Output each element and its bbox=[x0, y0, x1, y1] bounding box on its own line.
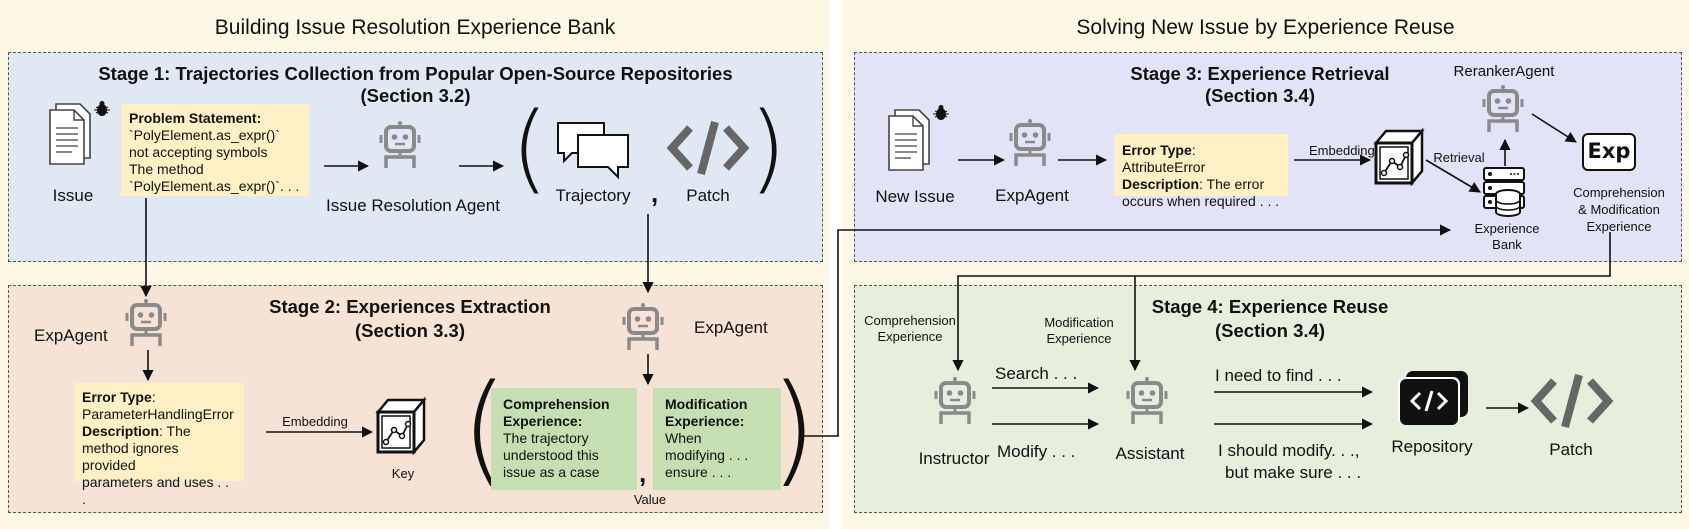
error-type-heading: Error Type bbox=[82, 389, 152, 405]
need-to-find-label: I need to find . . . bbox=[1215, 366, 1342, 385]
arrow-value-to-bank bbox=[804, 224, 1452, 437]
stage3-error-type-heading: Error Type bbox=[1122, 142, 1192, 158]
search-label: Search . . . bbox=[995, 364, 1078, 383]
mod-heading: Modification bbox=[665, 396, 748, 412]
arrow-exp-to-instructor bbox=[952, 232, 1611, 372]
stage3-error-type-value: : AttributeError bbox=[1122, 142, 1206, 175]
trajectory-patch-comma: , bbox=[651, 178, 659, 208]
stage4-title: Stage 4: Experience Reuse bbox=[1151, 296, 1389, 317]
comp-mod-experience-label: Experience bbox=[1586, 219, 1652, 234]
stage4-box bbox=[854, 285, 1682, 513]
expagent-stage3-label: ExpAgent bbox=[995, 186, 1069, 205]
repository-icon bbox=[1398, 371, 1468, 425]
problem-statement-note: Problem Statement: `PolyElement.as_expr(… bbox=[121, 104, 309, 196]
trajectory-label: Trajectory bbox=[555, 186, 631, 205]
modification-experience-card: Modification Experience: When modifying … bbox=[653, 388, 781, 490]
error-type-colon: : bbox=[151, 389, 156, 405]
comprehension-experience-label: Comprehension bbox=[864, 313, 956, 328]
mod-heading: Experience: bbox=[665, 413, 745, 429]
retrieval-label: Retrieval bbox=[1433, 150, 1485, 165]
comp-heading: Experience: bbox=[503, 413, 583, 429]
key-label: Key bbox=[391, 466, 415, 481]
problem-line: `PolyElement.as_expr()`. . . bbox=[129, 178, 300, 194]
left-panel-title: Building Issue Resolution Experience Ban… bbox=[214, 16, 616, 39]
modification-experience-label: Experience bbox=[1046, 331, 1112, 346]
modify-label: Modify . . . bbox=[997, 442, 1076, 461]
stage3-description-line: occurs when required . . . bbox=[1122, 193, 1280, 209]
expagent-left-label: ExpAgent bbox=[34, 326, 108, 345]
comp-line: understood this bbox=[503, 447, 599, 463]
stage3-title: Stage 3: Experience Retrieval bbox=[1130, 63, 1390, 84]
right-bracket: ) bbox=[749, 92, 787, 204]
mod-line: When bbox=[665, 430, 702, 446]
new-issue-label: New Issue bbox=[875, 187, 955, 206]
comp-mod-experience-label: & Modification bbox=[1578, 202, 1660, 217]
comprehension-experience-card: Comprehension Experience: The trajectory… bbox=[491, 388, 637, 490]
problem-line: The method bbox=[129, 161, 204, 177]
should-modify-label: but make sure . . . bbox=[1225, 463, 1362, 482]
stage3-section: (Section 3.4) bbox=[1205, 85, 1315, 106]
value-label: Value bbox=[633, 492, 667, 507]
issue-resolution-agent-label: Issue Resolution Agent bbox=[326, 196, 500, 215]
chat-bubbles-icon bbox=[557, 122, 629, 180]
expagent-right-label: ExpAgent bbox=[694, 318, 768, 337]
comp-mod-experience-label: Comprehension bbox=[1573, 185, 1665, 200]
arrow-key-to-bank bbox=[1425, 159, 1481, 193]
repository-label: Repository bbox=[1391, 437, 1473, 456]
stage2-title: Stage 2: Experiences Extraction bbox=[269, 296, 551, 317]
description-line: method ignores provided bbox=[82, 440, 179, 473]
comp-heading: Comprehension bbox=[503, 396, 610, 412]
description-line: parameters and uses . . . bbox=[82, 474, 230, 507]
experience-bank-label: Experience bbox=[1474, 221, 1540, 236]
description-heading: Description bbox=[82, 423, 160, 439]
database-server-icon bbox=[1483, 167, 1525, 217]
comp-line: issue as a case bbox=[503, 464, 600, 480]
stage3-error-note: Error Type: AttributeError Description: … bbox=[1114, 134, 1288, 209]
problem-line: not accepting symbols bbox=[129, 144, 268, 160]
exp-logo-icon: Exp bbox=[1582, 133, 1636, 171]
modification-experience-label: Modification bbox=[1044, 315, 1114, 330]
stage1-title: Stage 1: Trajectories Collection from Po… bbox=[98, 63, 733, 84]
error-type-value: ParameterHandlingError bbox=[82, 406, 234, 422]
stage3-description-heading: Description bbox=[1122, 176, 1200, 192]
instructor-label: Instructor bbox=[918, 449, 990, 468]
stage3-embedding-label: Embedding bbox=[1309, 143, 1375, 158]
description-text: : The bbox=[159, 423, 191, 439]
mod-line: ensure . . . bbox=[665, 464, 732, 480]
should-modify-label: I should modify. . ., bbox=[1218, 441, 1360, 460]
embedding-label: Embedding bbox=[282, 414, 348, 429]
stage3-description-text: : The error bbox=[1199, 176, 1265, 192]
stage4-patch-label: Patch bbox=[1549, 440, 1593, 459]
issue-label: Issue bbox=[52, 186, 94, 205]
value-comma: , bbox=[639, 458, 647, 488]
arrow-reranker-to-exp bbox=[1531, 113, 1577, 143]
patch-label: Patch bbox=[686, 186, 730, 205]
assistant-label: Assistant bbox=[1115, 444, 1185, 463]
reranker-agent-label: RerankerAgent bbox=[1453, 63, 1555, 80]
left-bracket: ( bbox=[511, 92, 549, 204]
right-panel-title: Solving New Issue by Experience Reuse bbox=[1076, 16, 1455, 39]
error-type-note: Error Type: ParameterHandlingError Descr… bbox=[74, 383, 244, 507]
stage1-section: (Section 3.2) bbox=[360, 85, 471, 106]
problem-heading: Problem Statement: bbox=[129, 110, 262, 126]
problem-line: `PolyElement.as_expr()` bbox=[129, 127, 280, 143]
stage4-section: (Section 3.4) bbox=[1215, 320, 1325, 341]
comp-line: The trajectory bbox=[503, 430, 589, 446]
comprehension-experience-label: Experience bbox=[877, 329, 943, 344]
experience-bank-label: Bank bbox=[1492, 237, 1522, 252]
mod-line: modifying . . . bbox=[665, 447, 749, 463]
stage2-section: (Section 3.3) bbox=[355, 320, 465, 341]
